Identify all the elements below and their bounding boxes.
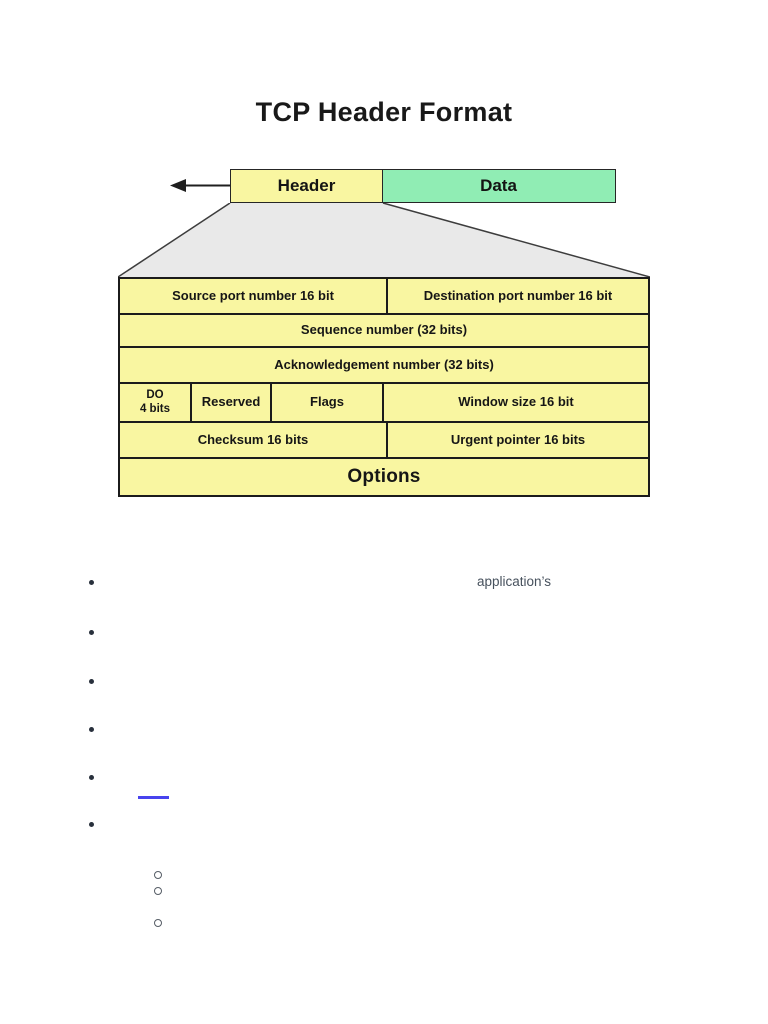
bullet-marker-1 bbox=[89, 580, 94, 585]
cell-acknowledgement-number: Acknowledgement number (32 bits) bbox=[274, 356, 494, 372]
tcp-header-table: Source port number 16 bit Destination po… bbox=[118, 277, 650, 497]
sub-bullet-marker-3 bbox=[154, 919, 162, 927]
cell-flags: Flags bbox=[270, 384, 382, 421]
table-row-acknowledgement: Acknowledgement number (32 bits) bbox=[120, 346, 648, 382]
bullet-marker-3 bbox=[89, 679, 94, 684]
table-row-sequence: Sequence number (32 bits) bbox=[120, 313, 648, 346]
data-offset-line1: DO bbox=[146, 389, 164, 402]
cell-options: Options bbox=[347, 466, 421, 488]
cell-data-offset: DO 4 bits bbox=[120, 384, 190, 421]
visible-text-fragment: application’s bbox=[477, 574, 552, 589]
table-row-flags: DO 4 bits Reserved Flags Window size 16 … bbox=[120, 382, 648, 421]
bullet-marker-5 bbox=[89, 775, 94, 780]
funnel-shape bbox=[118, 203, 650, 278]
packet-data-label: Data bbox=[480, 176, 517, 195]
cell-checksum: Checksum 16 bits bbox=[197, 431, 309, 447]
table-row-checksum: Checksum 16 bits Urgent pointer 16 bits bbox=[120, 421, 648, 457]
page-title: TCP Header Format bbox=[255, 97, 513, 127]
cell-window-size: Window size 16 bit bbox=[382, 384, 648, 421]
packet-header-box: Header bbox=[230, 169, 383, 203]
packet-data-box: Data bbox=[381, 169, 616, 203]
sub-bullet-marker-2 bbox=[154, 887, 162, 895]
table-row-ports: Source port number 16 bit Destination po… bbox=[120, 279, 648, 313]
sub-bullet-marker-1 bbox=[154, 871, 162, 879]
data-offset-line2: 4 bits bbox=[139, 402, 171, 415]
table-row-options: Options bbox=[120, 457, 648, 495]
cell-urgent-pointer: Urgent pointer 16 bits bbox=[386, 423, 648, 457]
cell-reserved: Reserved bbox=[190, 384, 270, 421]
bullet-marker-2 bbox=[89, 630, 94, 635]
inline-link[interactable] bbox=[138, 796, 169, 799]
cell-destination-port: Destination port number 16 bit bbox=[386, 279, 648, 313]
packet-header-label: Header bbox=[277, 176, 336, 195]
bullet-marker-4 bbox=[89, 727, 94, 732]
bullet-marker-6 bbox=[89, 822, 94, 827]
left-arrow-icon bbox=[170, 179, 232, 192]
cell-sequence-number: Sequence number (32 bits) bbox=[300, 322, 468, 338]
cell-source-port: Source port number 16 bit bbox=[172, 287, 334, 303]
